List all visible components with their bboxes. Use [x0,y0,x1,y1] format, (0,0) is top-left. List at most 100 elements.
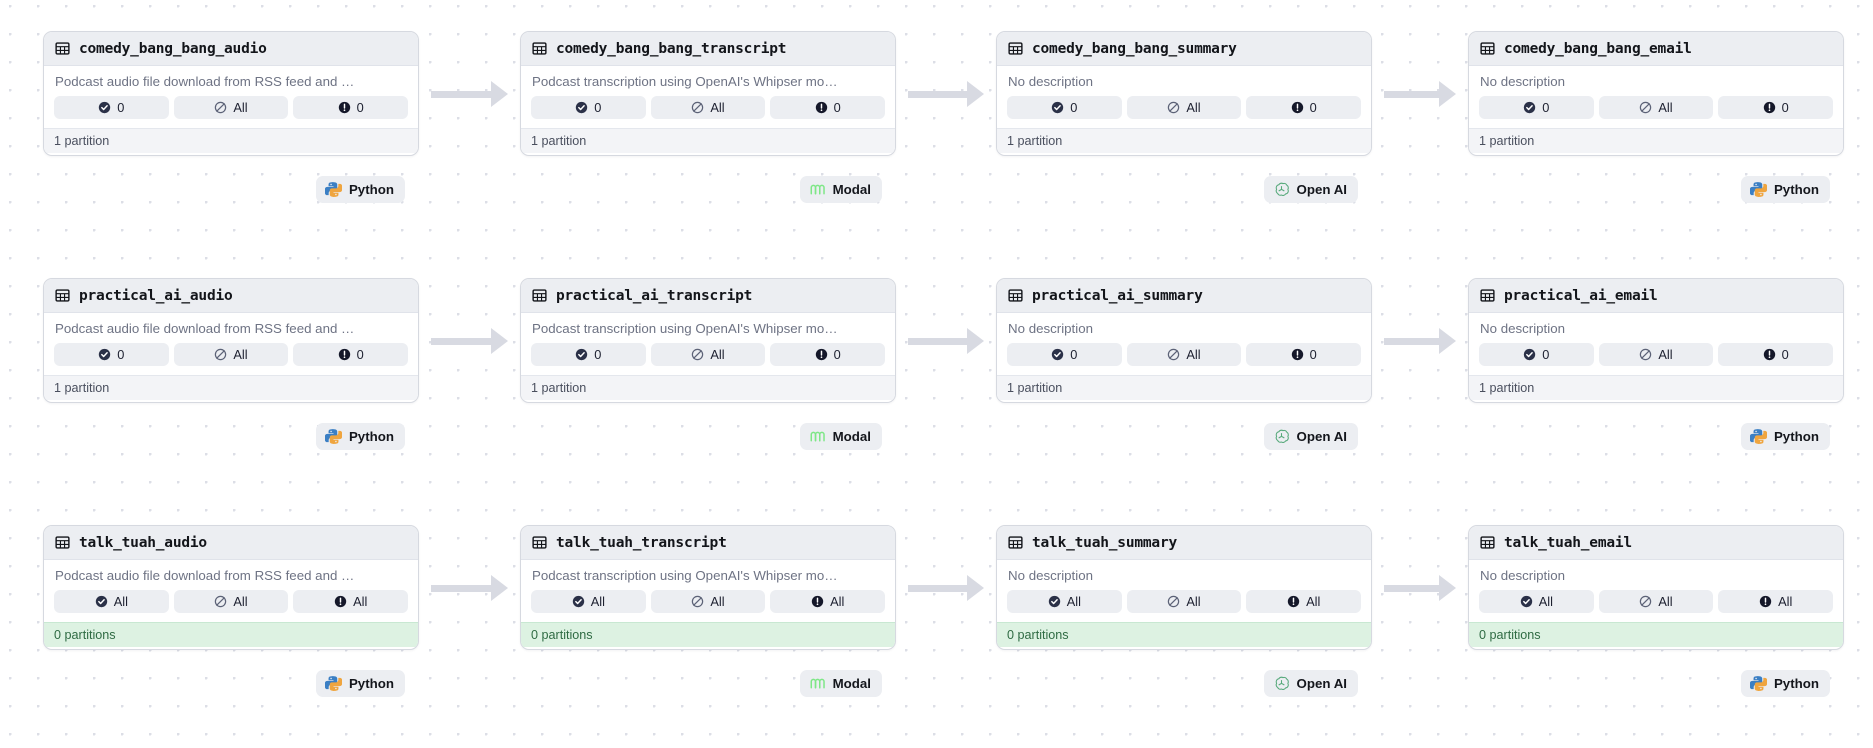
asset-pill-check-circle[interactable]: 0 [1007,343,1122,366]
compute-kind-badge[interactable]: Open AI [1263,670,1358,697]
asset-pill-slash-circle[interactable]: All [1598,343,1714,366]
asset-pill-slash-circle[interactable]: All [1126,590,1242,613]
asset-node-title: comedy_bang_bang_summary [1032,40,1237,57]
compute-kind-badge[interactable]: Open AI [1263,176,1358,203]
modal-icon [810,678,825,689]
asset-node-description: No description [1480,568,1565,583]
asset-pill-slash-circle[interactable]: All [173,96,289,119]
asset-node[interactable]: practical_ai_audio Podcast audio file do… [43,278,419,403]
asset-pill-check-circle[interactable]: 0 [1479,343,1594,366]
asset-pill-check-circle[interactable]: All [1479,590,1594,613]
asset-node[interactable]: practical_ai_transcript Podcast transcri… [520,278,896,403]
asset-pill-alert-circle[interactable]: 0 [1246,343,1362,366]
asset-node[interactable]: talk_tuah_transcript Podcast transcripti… [520,525,896,650]
asset-node[interactable]: talk_tuah_summary No description All All [996,525,1372,650]
asset-pill-value: All [233,100,248,115]
asset-node-header[interactable]: comedy_bang_bang_transcript [521,32,895,66]
asset-node-body: Podcast audio file download from RSS fee… [44,313,418,375]
compute-kind-badge[interactable]: Modal [799,423,882,450]
asset-pill-check-circle[interactable]: 0 [531,96,646,119]
asset-pill-check-circle[interactable]: 0 [531,343,646,366]
alert-circle-icon [1763,101,1775,114]
asset-pill-alert-circle[interactable]: 0 [293,343,409,366]
asset-pill-alert-circle[interactable]: 0 [1246,96,1362,119]
asset-node-header[interactable]: talk_tuah_summary [997,526,1371,560]
asset-pill-check-circle[interactable]: All [531,590,646,613]
asset-node[interactable]: practical_ai_email No description 0 All [1468,278,1844,403]
asset-node-header[interactable]: comedy_bang_bang_email [1469,32,1843,66]
asset-pill-slash-circle[interactable]: All [650,343,766,366]
asset-pill-check-circle[interactable]: 0 [1007,96,1122,119]
openai-icon [1275,676,1289,690]
compute-kind-badge[interactable]: Python [315,176,405,203]
compute-kind-badge[interactable]: Python [315,670,405,697]
asset-node-footer: 1 partition [44,128,418,153]
asset-node-header[interactable]: talk_tuah_transcript [521,526,895,560]
compute-kind-badge[interactable]: Open AI [1263,423,1358,450]
asset-node-header[interactable]: practical_ai_transcript [521,279,895,313]
asset-pill-check-circle[interactable]: All [54,590,169,613]
asset-node[interactable]: comedy_bang_bang_email No description 0 … [1468,31,1844,156]
slash-circle-icon [215,595,227,608]
asset-node-header[interactable]: practical_ai_summary [997,279,1371,313]
asset-pill-slash-circle[interactable]: All [1126,96,1242,119]
asset-pill-alert-circle[interactable]: 0 [770,343,886,366]
asset-pill-slash-circle[interactable]: All [173,590,289,613]
asset-pill-alert-circle[interactable]: All [1718,590,1834,613]
asset-node[interactable]: comedy_bang_bang_audio Podcast audio fil… [43,31,419,156]
asset-node[interactable]: talk_tuah_audio Podcast audio file downl… [43,525,419,650]
asset-pill-alert-circle[interactable]: 0 [1718,343,1834,366]
check-circle-icon [572,595,584,608]
asset-pill-slash-circle[interactable]: All [1598,96,1714,119]
asset-pill-alert-circle[interactable]: 0 [1718,96,1834,119]
asset-pill-check-circle[interactable]: 0 [54,96,169,119]
asset-pill-alert-circle[interactable]: 0 [293,96,409,119]
partition-count: 0 partitions [1479,628,1541,642]
asset-pill-slash-circle[interactable]: All [1598,590,1714,613]
asset-node-footer: 1 partition [1469,128,1843,153]
asset-node[interactable]: comedy_bang_bang_summary No description … [996,31,1372,156]
compute-kind-badge[interactable]: Python [1740,423,1830,450]
partition-count: 0 partitions [54,628,116,642]
asset-pill-slash-circle[interactable]: All [1126,343,1242,366]
compute-kind-label: Python [1773,182,1819,197]
slash-circle-icon [215,101,227,114]
compute-kind-badge[interactable]: Modal [799,176,882,203]
edge-arrowhead [1439,575,1456,601]
compute-kind-badge[interactable]: Modal [799,670,882,697]
asset-node-header[interactable]: talk_tuah_email [1469,526,1843,560]
asset-pill-slash-circle[interactable]: All [173,343,289,366]
alert-circle-icon [334,595,347,608]
partition-count: 1 partition [54,134,110,148]
asset-pill-alert-circle[interactable]: 0 [770,96,886,119]
edge-arrowhead [1439,81,1456,107]
compute-kind-badge[interactable]: Python [315,423,405,450]
asset-pill-alert-circle[interactable]: All [293,590,409,613]
asset-node[interactable]: practical_ai_summary No description 0 Al… [996,278,1372,403]
asset-pill-slash-circle[interactable]: All [650,590,766,613]
asset-pill-row: All All All [531,590,886,613]
asset-pill-alert-circle[interactable]: All [770,590,886,613]
asset-pill-check-circle[interactable]: All [1007,590,1122,613]
asset-node-header[interactable]: practical_ai_audio [44,279,418,313]
table-icon [1008,289,1023,302]
compute-kind-badge[interactable]: Python [1740,670,1830,697]
edge-arrowhead [967,328,984,354]
compute-kind-label: Python [1773,429,1819,444]
asset-pill-check-circle[interactable]: 0 [1479,96,1594,119]
compute-kind-badge[interactable]: Python [1740,176,1830,203]
asset-pill-check-circle[interactable]: 0 [54,343,169,366]
asset-pill-alert-circle[interactable]: All [1246,590,1362,613]
asset-node[interactable]: talk_tuah_email No description All All [1468,525,1844,650]
asset-pill-value: All [710,100,725,115]
edge-talk_tuah-2 [1384,575,1456,601]
partition-count: 1 partition [531,134,587,148]
asset-node-header[interactable]: practical_ai_email [1469,279,1843,313]
asset-pill-slash-circle[interactable]: All [650,96,766,119]
asset-node-header[interactable]: comedy_bang_bang_summary [997,32,1371,66]
asset-node[interactable]: comedy_bang_bang_transcript Podcast tran… [520,31,896,156]
asset-node-header[interactable]: comedy_bang_bang_audio [44,32,418,66]
alert-circle-icon [338,101,350,114]
asset-node-header[interactable]: talk_tuah_audio [44,526,418,560]
